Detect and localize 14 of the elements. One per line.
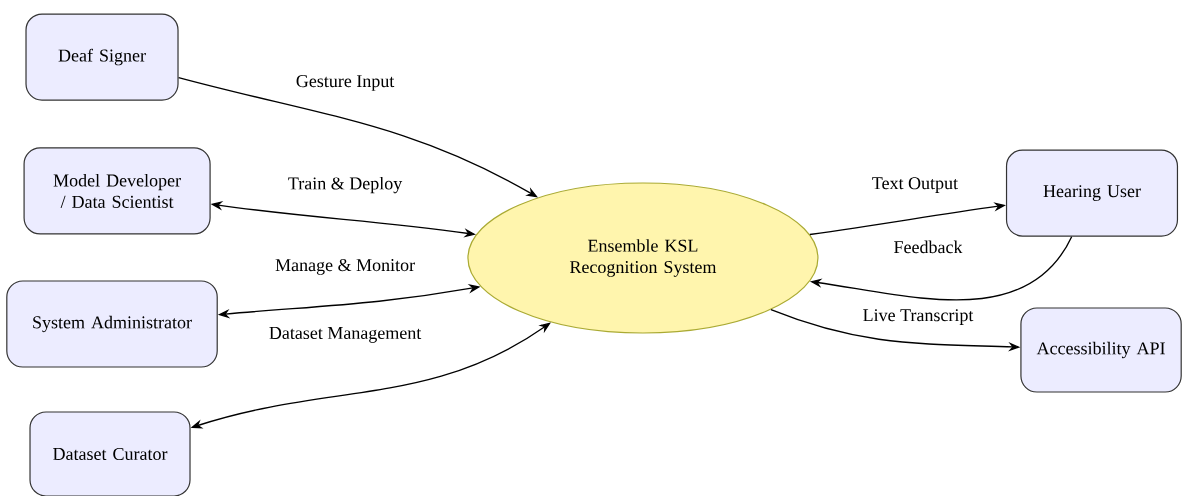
arrow bbox=[177, 76, 538, 198]
actor-box: Deaf Signer bbox=[25, 13, 179, 101]
edge-label: Live Transcript bbox=[861, 307, 975, 327]
actor-box: Dataset Curator bbox=[29, 411, 191, 496]
edge-label: Gesture Input bbox=[294, 73, 396, 93]
actor-box: Model Developer / Data Scientist bbox=[23, 147, 211, 235]
actor-box: Hearing User bbox=[1005, 149, 1179, 237]
edge-label: Manage & Monitor bbox=[273, 257, 417, 277]
edge-label: Feedback bbox=[892, 239, 964, 255]
edge-label: Dataset Management bbox=[267, 325, 423, 345]
actor-box: Accessibility API bbox=[1020, 307, 1182, 393]
actor-box: System Administrator bbox=[6, 280, 218, 368]
edge-label: Train & Deploy bbox=[286, 175, 404, 195]
edge-label: Text Output bbox=[870, 175, 960, 195]
